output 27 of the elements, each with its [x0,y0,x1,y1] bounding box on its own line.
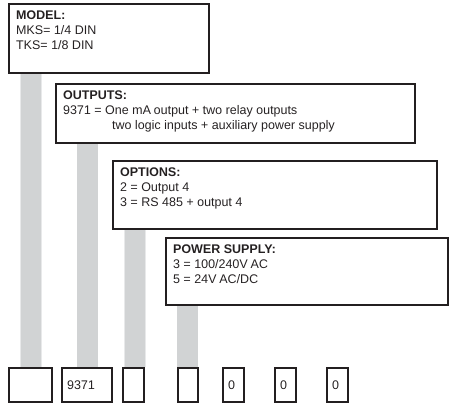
code-box [177,367,199,403]
category-heading: OPTIONS: [120,165,182,180]
option-text: 9371 = One mA output + two relay outputs [63,103,298,118]
code-box: 0 [274,367,297,403]
option-text: 2 = Output 4 [120,180,190,195]
connector-bar [20,74,42,367]
connector-bar [177,306,198,367]
option-text: 5 = 24V AC/DC [173,272,260,287]
connector-bar [77,144,98,367]
category-box [165,237,449,306]
code-box: 0 [326,367,349,403]
category-box [112,160,438,230]
option-text: 3 = 100/240V AC [173,257,269,272]
category-heading: POWER SUPPLY: [173,242,277,257]
category-box [55,83,416,144]
option-text: 3 = RS 485 + output 4 [120,195,244,210]
category-heading: MODEL: [16,8,66,23]
connector-bar [124,230,146,367]
code-box: 0 [222,367,245,403]
code-box [8,367,53,403]
code-box [122,367,145,403]
category-box [8,3,210,74]
option-text: MKS= 1/4 DIN [16,23,98,38]
category-heading: OUTPUTS: [63,88,128,103]
option-text: TKS= 1/8 DIN [16,38,94,53]
code-box: 9371 [61,367,113,403]
option-text: two logic inputs + auxiliary power supply [111,118,336,133]
